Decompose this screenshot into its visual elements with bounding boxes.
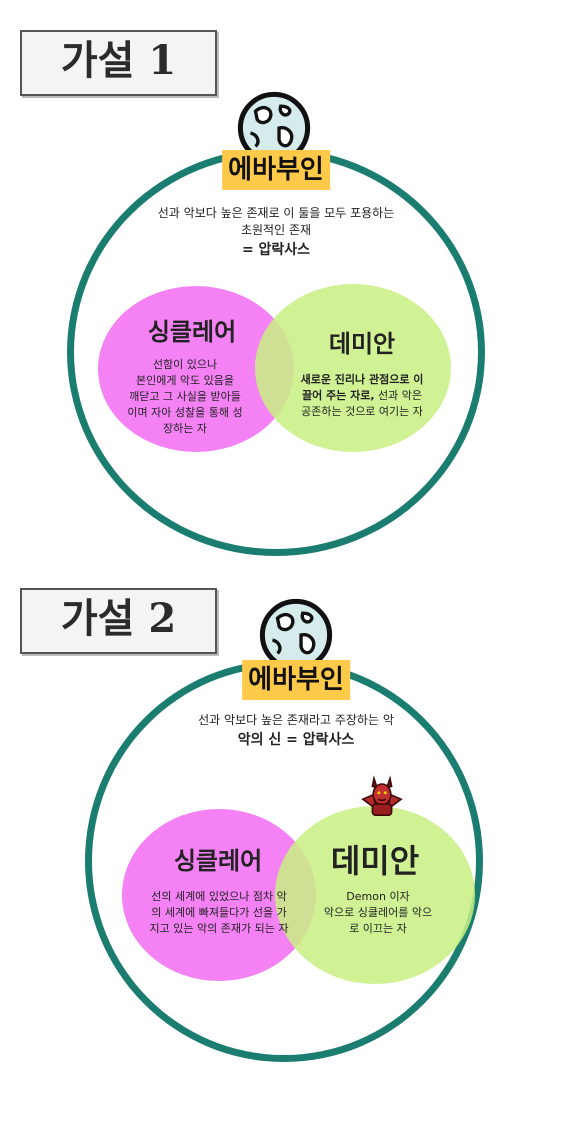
- hypothesis-2-label: 가설 2: [20, 588, 217, 654]
- hypothesis-1-left-line: 선함이 있으나: [152, 358, 218, 371]
- hypothesis-1-left-name: 싱클레어: [147, 318, 237, 346]
- hypothesis-1-right-name: 데미안: [328, 330, 396, 358]
- hypothesis-1-right-line-2-bold: 끌어 주는 자로,: [301, 389, 375, 402]
- hypothesis-1-equals: = 압락사스: [241, 242, 311, 258]
- hypothesis-1-right-line-1: 새로운 진리나 관점으로 이: [300, 373, 424, 386]
- hypothesis-1-left-line: 이며 자아 성찰을 통해 성: [127, 406, 243, 419]
- hypothesis-2-right-name: 데미안: [330, 842, 420, 880]
- hypothesis-1-center-tag: 에바부인: [222, 150, 330, 190]
- hypothesis-2-center-tag: 에바부인: [242, 660, 350, 700]
- devil-icon: [361, 775, 403, 816]
- hypothesis-2-right-text: Demon 이자 악으로 싱클레어를 악으 로 이끄는 자: [324, 889, 432, 937]
- hypothesis-2-right-line: 악으로 싱클레어를 악으: [323, 906, 433, 919]
- hypothesis-2-right-line: 로 이끄는 자: [349, 922, 407, 935]
- hypothesis-1-right-line-2: 끌어 주는 자로, 선과 악은: [301, 388, 424, 404]
- hypothesis-2-left-text: 선의 세계에 있었으나 점차 악 의 세계에 빠져들다가 선을 가 지고 있는 …: [150, 889, 289, 937]
- hypothesis-1-desc-line-1: 선과 악보다 높은 존재로 이 둘을 모두 포용하는: [157, 206, 395, 220]
- hypothesis-1-left-line: 장하는 자: [163, 422, 207, 435]
- hypothesis-1-left-line: 본인에게 악도 있음을: [135, 374, 235, 387]
- hypothesis-1-desc-line-2: 초원적인 존재: [240, 223, 312, 237]
- hypothesis-2-right-line: Demon 이자: [346, 890, 410, 903]
- hypothesis-1-label: 가설 1: [20, 30, 217, 96]
- hypothesis-2-left-line: 지고 있는 악의 존재가 되는 자: [149, 922, 289, 935]
- hypothesis-1-right-line-3: 공존하는 것으로 여기는 자: [301, 405, 423, 418]
- hypothesis-2-left-name: 싱클레어: [173, 847, 263, 875]
- hypothesis-1-left-line: 깨닫고 그 사실을 받아들: [129, 390, 241, 403]
- hypothesis-2-desc-line-1: 선과 악보다 높은 존재라고 주장하는 악: [198, 713, 394, 727]
- hypothesis-2-description: 선과 악보다 높은 존재라고 주장하는 악 악의 신 = 압락사스: [198, 712, 394, 749]
- hypothesis-2-left-line: 의 세계에 빠져들다가 선을 가: [151, 906, 287, 919]
- hypothesis-1-right-text: 새로운 진리나 관점으로 이 끌어 주는 자로, 선과 악은 공존하는 것으로 …: [301, 372, 424, 420]
- hypothesis-2-right-circle: [275, 806, 475, 984]
- hypothesis-2-left-line: 선의 세계에 있었으나 점차 악: [151, 890, 287, 903]
- hypothesis-1-right-circle: [255, 284, 451, 452]
- hypothesis-1-right-line-2-rest: 선과 악은: [374, 389, 423, 402]
- hypothesis-1-left-text: 선함이 있으나 본인에게 악도 있음을 깨닫고 그 사실을 받아들 이며 자아 …: [127, 357, 242, 437]
- globe-icon: [237, 91, 311, 165]
- hypothesis-2-equals: 악의 신 = 압락사스: [237, 732, 355, 748]
- hypothesis-1-description: 선과 악보다 높은 존재로 이 둘을 모두 포용하는 초원적인 존재 = 압락사…: [158, 205, 394, 259]
